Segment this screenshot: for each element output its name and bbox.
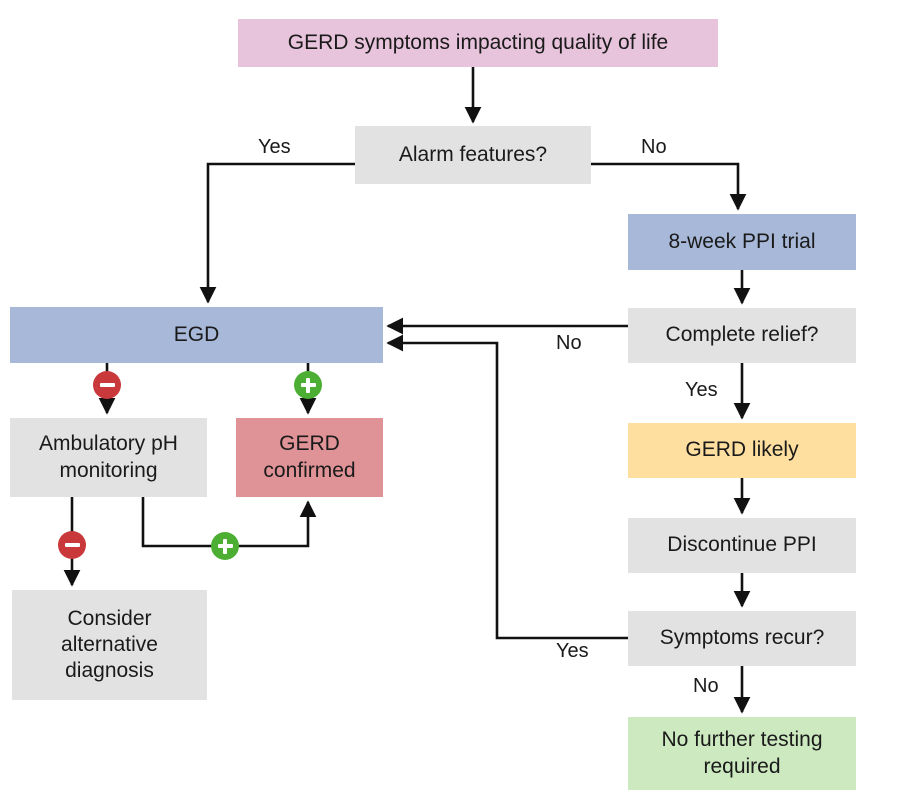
- edge-label-recur-yes: Yes: [556, 640, 589, 662]
- node-symptoms-recur[interactable]: Symptoms recur?: [628, 611, 856, 666]
- edge-label-recur-no: No: [693, 675, 719, 697]
- minus-icon-ph-negative: [58, 531, 86, 559]
- node-egd[interactable]: EGD: [10, 307, 383, 363]
- edge-label-alarm-yes: Yes: [258, 136, 291, 158]
- node-ppi-trial[interactable]: 8-week PPI trial: [628, 214, 856, 270]
- node-gerd-confirmed[interactable]: GERD confirmed: [236, 418, 383, 497]
- node-no-further-testing[interactable]: No further testing required: [628, 717, 856, 790]
- plus-icon-egd-positive: [294, 371, 322, 399]
- node-start[interactable]: GERD symptoms impacting quality of life: [238, 19, 718, 67]
- node-complete-relief[interactable]: Complete relief?: [628, 308, 856, 363]
- node-ambulatory-ph-monitoring[interactable]: Ambulatory pH monitoring: [10, 418, 207, 497]
- edge-label-alarm-no: No: [641, 136, 667, 158]
- node-gerd-likely[interactable]: GERD likely: [628, 423, 856, 478]
- edge-label-relief-no: No: [556, 332, 582, 354]
- minus-icon-egd-negative: [93, 371, 121, 399]
- edge-alarm-no-to-ppi: [591, 162, 747, 211]
- node-consider-alternative-diagnosis[interactable]: Consider alternative diagnosis: [12, 590, 207, 700]
- node-discontinue-ppi[interactable]: Discontinue PPI: [628, 518, 856, 573]
- edge-label-relief-yes: Yes: [685, 379, 718, 401]
- node-alarm-features[interactable]: Alarm features?: [355, 126, 591, 184]
- edge-alarm-yes-to-egd: [199, 162, 355, 304]
- plus-icon-ph-positive: [211, 532, 239, 560]
- edge-recur-yes-to-egd: [386, 334, 628, 640]
